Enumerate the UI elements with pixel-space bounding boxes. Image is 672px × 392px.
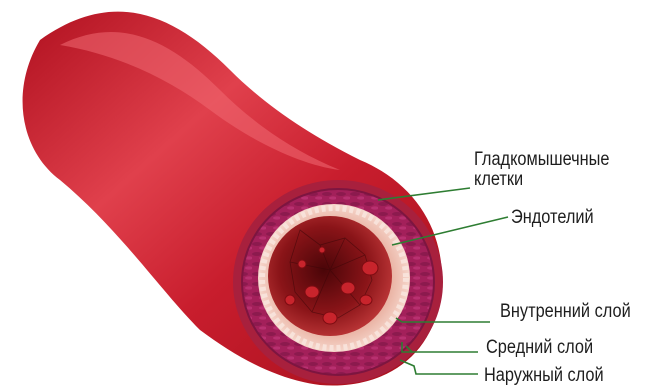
smooth-muscle-label: Гладкомышечные клетки bbox=[474, 150, 610, 190]
smooth-muscle-label-line2: клетки bbox=[474, 170, 610, 190]
outer-layer-line bbox=[400, 360, 478, 374]
middle-layer-label: Средний слой bbox=[486, 338, 593, 358]
outer-layer-label: Наружный слой bbox=[484, 366, 604, 386]
smooth-muscle-label-line1: Гладкомышечные bbox=[474, 150, 610, 170]
endothelium-label: Эндотелий bbox=[511, 208, 594, 228]
inner-layer-label: Внутренний слой bbox=[500, 302, 631, 322]
